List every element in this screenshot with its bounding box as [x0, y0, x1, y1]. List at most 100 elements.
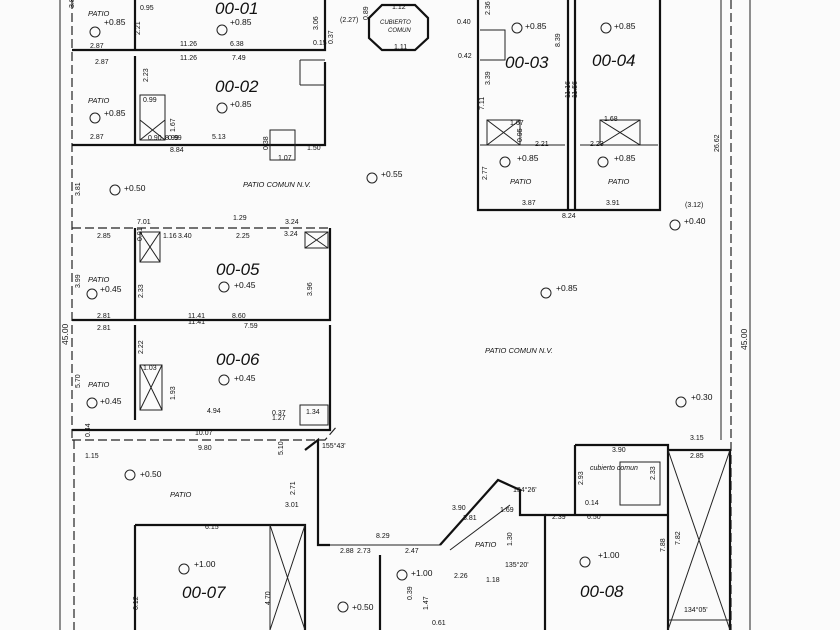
dimension-label: 3.96	[307, 282, 314, 296]
dimension-label: 6.50	[587, 514, 601, 521]
dimension-label: 2.87	[90, 134, 104, 141]
unit-label-00-08: 00-08	[580, 582, 624, 601]
dimension-label: 3.39	[485, 71, 492, 85]
dimension-label: 3.40	[178, 233, 192, 240]
dimension-label: 1.29	[233, 215, 247, 222]
dimension-label: 0.42	[458, 53, 472, 60]
level-text: +1.00	[411, 568, 433, 578]
dimension-label: 6.38	[230, 41, 244, 48]
dimension-label: 7.01	[137, 219, 151, 226]
level-text: +0.85	[614, 153, 636, 163]
dimension-label: 155°43'	[322, 442, 346, 450]
dimension-label: 8.60	[232, 313, 246, 320]
dimension-label: 3.90	[452, 505, 466, 512]
dimension-label: 2.81	[97, 325, 111, 332]
level-marker-02b: +0.85	[216, 99, 252, 114]
level-text: +0.45	[234, 280, 256, 290]
level-text: +0.50	[352, 602, 374, 612]
dimension-label: 3.06	[313, 16, 320, 30]
dimension-label: 3.87	[69, 0, 76, 8]
dimension-label: 2.26	[454, 573, 468, 580]
level-marker-center: +0.85	[540, 283, 578, 299]
unit-label-00-06: 00-06	[216, 350, 260, 369]
level-text: +0.85	[230, 17, 252, 27]
dimension-label: 3.24	[285, 219, 299, 226]
area-label-patio-05: PATIO	[88, 275, 110, 284]
level-marker-patio-055: +0.55	[366, 169, 403, 184]
dimension-label: 1.93	[170, 386, 177, 400]
dimension-label: 3.91	[606, 200, 620, 207]
overall-dim-left: 45.00	[60, 323, 70, 345]
dimension-label: 0.99	[143, 97, 157, 104]
dimension-label: 135°20'	[505, 561, 529, 569]
unit-label-00-04: 00-04	[592, 51, 635, 70]
level-marker-patio-050: +0.50	[109, 183, 146, 196]
dimension-label: 4.70	[265, 591, 272, 605]
dimension-label: 0.61	[432, 620, 446, 627]
dimension-label: 6.12	[133, 596, 140, 610]
dimension-label: 0.37	[328, 30, 335, 44]
dimension-label: (2.27)	[340, 17, 358, 24]
level-marker-03: +0.85	[511, 21, 547, 34]
area-label-cubierto-lower: cubierto comun	[590, 465, 638, 472]
dimension-label: 11.26	[180, 55, 197, 62]
unit-label-00-05: 00-05	[216, 260, 260, 279]
level-text: +0.85	[525, 21, 547, 31]
dimension-label: 0.90	[148, 135, 162, 142]
dimension-label: 2.81	[97, 313, 111, 320]
level-text: +0.45	[100, 396, 122, 406]
dimension-label: 7.59	[244, 323, 258, 330]
area-label-patio-06: PATIO	[88, 380, 110, 389]
dimension-label: 2.21	[535, 141, 549, 148]
dimension-label: 1.18	[486, 577, 500, 584]
dimension-label: 3.15	[690, 435, 704, 442]
dimension-label: 7.88	[660, 538, 667, 552]
area-label-cubierto-1: CUBIERTO	[380, 20, 411, 26]
unit-label-00-02: 00-02	[215, 77, 259, 96]
dimension-label: 3.81	[75, 182, 82, 196]
dimension-label: 2.87	[95, 59, 109, 66]
area-label-patio-02: PATIO	[88, 96, 110, 105]
dimension-label: 1.67	[510, 120, 524, 127]
level-marker-patio-sw: +0.50	[124, 469, 162, 481]
dimension-label: 0.99	[168, 135, 182, 142]
dimension-label: 2.22	[138, 340, 145, 354]
dimension-label: 6.15	[205, 524, 219, 531]
level-marker-03b: +0.85	[499, 153, 539, 168]
dimension-label: 8.29	[376, 533, 390, 540]
level-text: +1.00	[194, 559, 216, 569]
dimension-label: 1.67	[170, 118, 177, 132]
cubierto-comun-octagon	[367, 3, 430, 52]
level-text: +1.00	[598, 550, 620, 560]
dimension-label: 11.26	[180, 41, 197, 48]
dimension-label: 7.49	[232, 55, 246, 62]
dimension-label: 10.07	[195, 430, 213, 437]
dimension-label: 2.39	[552, 514, 566, 521]
level-marker-06: +0.45	[86, 396, 122, 409]
dimension-label: 3.90	[612, 447, 626, 454]
dimension-label: 1.11	[394, 44, 407, 51]
level-text: +0.45	[100, 284, 122, 294]
dimension-label: 8.84	[170, 147, 184, 154]
dimension-label: 7.82	[675, 531, 682, 545]
dimension-label: 1.15	[85, 453, 99, 460]
dimension-label: 5.10	[278, 441, 285, 455]
area-label-patio-sw: PATIO	[170, 490, 192, 499]
dimension-label: 134°05'	[684, 606, 708, 614]
dimension-label: 0.15	[313, 40, 327, 47]
dimension-label: 2.23	[143, 68, 150, 82]
dimension-label: 2.77	[482, 166, 489, 180]
dimension-label: 1.34	[306, 409, 320, 416]
area-label-patio-comun-upper: PATIO COMUN N.V.	[243, 180, 311, 189]
level-text: +0.85	[614, 21, 636, 31]
level-text: +0.85	[517, 153, 539, 163]
block-units-01-02	[72, 0, 327, 161]
level-text: +0.55	[381, 169, 403, 179]
dimension-label: 9.80	[198, 445, 212, 452]
block-unit-07	[133, 437, 440, 630]
dimension-label: (3.12)	[685, 202, 703, 209]
dimension-label: 0.39	[407, 586, 414, 600]
dimension-label: 1.12	[392, 4, 406, 11]
